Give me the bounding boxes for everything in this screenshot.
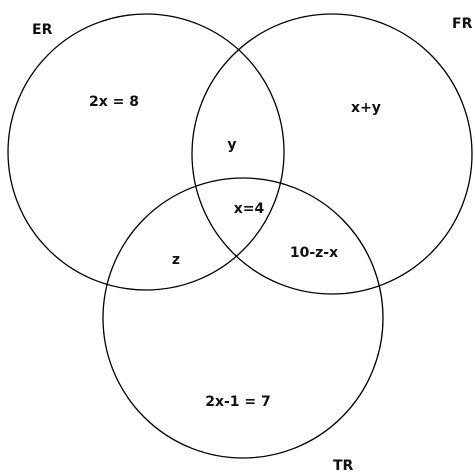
region-er-fr-only: y bbox=[227, 137, 236, 153]
region-er-only: 2x = 8 bbox=[89, 94, 139, 110]
region-er-tr-only: z bbox=[172, 252, 180, 268]
region-fr-only: x+y bbox=[351, 100, 381, 116]
circle-er bbox=[7, 13, 285, 291]
circle-fr bbox=[191, 13, 473, 295]
circle-tr bbox=[102, 177, 384, 459]
region-all-three: x=4 bbox=[234, 201, 265, 217]
label-fr: FR bbox=[452, 16, 473, 32]
label-tr: TR bbox=[333, 458, 354, 474]
label-er: ER bbox=[32, 22, 53, 38]
region-tr-only: 2x-1 = 7 bbox=[205, 394, 271, 410]
region-fr-tr-only: 10-z-x bbox=[290, 245, 338, 261]
